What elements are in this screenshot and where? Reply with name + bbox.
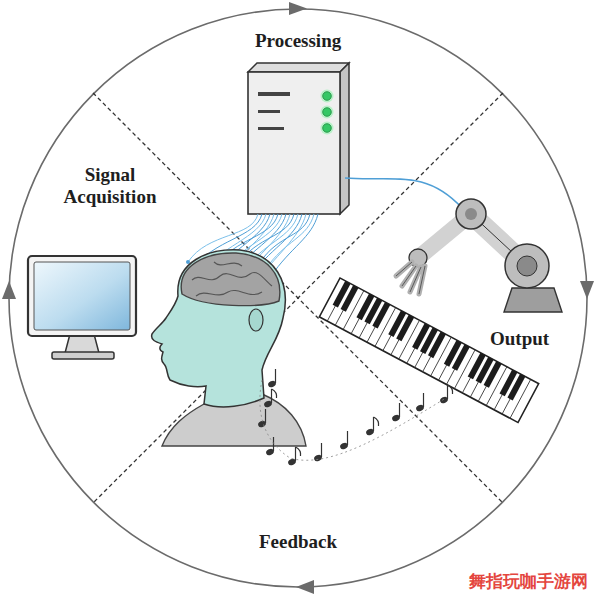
robot-arm bbox=[517, 256, 537, 276]
server-icon bbox=[323, 108, 332, 117]
server-icon bbox=[248, 72, 340, 214]
piano-black-key bbox=[484, 361, 502, 388]
ear-shape bbox=[249, 309, 263, 331]
brain-figure bbox=[181, 253, 280, 306]
brain-figure bbox=[192, 273, 272, 286]
server-icon bbox=[321, 106, 334, 119]
note-stem bbox=[275, 369, 276, 383]
server-icon bbox=[321, 122, 334, 135]
note-flag bbox=[374, 417, 379, 426]
stage-label: Signal Acquisition bbox=[45, 164, 175, 208]
brain-figure bbox=[196, 290, 262, 296]
piano-black-key bbox=[428, 332, 446, 359]
cycle-arrowhead bbox=[2, 281, 16, 299]
brain-figure bbox=[181, 253, 280, 306]
cycle-circle bbox=[9, 9, 587, 587]
monitor-icon bbox=[52, 352, 114, 359]
note-stem bbox=[295, 447, 296, 461]
server-icon bbox=[258, 127, 284, 130]
note-stem bbox=[373, 417, 374, 431]
piano-black-key bbox=[372, 302, 390, 329]
server-icon bbox=[323, 124, 332, 133]
piano-keyboard bbox=[319, 278, 538, 422]
server-icon bbox=[258, 92, 290, 96]
server-icon bbox=[258, 110, 280, 113]
note-stem bbox=[447, 385, 448, 399]
note-stem bbox=[399, 403, 400, 417]
signal-cable bbox=[345, 178, 462, 208]
robot-arm bbox=[465, 208, 477, 220]
server-icon bbox=[321, 90, 334, 103]
robot-arm bbox=[396, 262, 425, 294]
robot-arm bbox=[396, 199, 562, 312]
note-stem bbox=[273, 437, 274, 451]
piano-black-key bbox=[507, 374, 525, 401]
server-icon bbox=[340, 63, 349, 214]
watermark-text: 舞指玩咖手游网 bbox=[469, 571, 588, 591]
stage-label: Feedback bbox=[259, 531, 337, 553]
note-stem bbox=[265, 409, 266, 423]
monitor-icon bbox=[34, 262, 130, 330]
server-icon bbox=[248, 63, 349, 214]
note-stem bbox=[321, 443, 322, 457]
stage-label: Processing bbox=[255, 30, 341, 52]
note-flag bbox=[296, 447, 301, 456]
note-stem bbox=[347, 431, 348, 445]
piano-black-key bbox=[452, 344, 470, 371]
neural-wire bbox=[265, 214, 314, 270]
cycle-arrowhead bbox=[296, 580, 314, 594]
note-flag bbox=[448, 385, 453, 394]
piano-keyboard bbox=[319, 278, 538, 422]
robot-arm bbox=[505, 244, 549, 288]
music-notes bbox=[257, 369, 453, 466]
server-icon bbox=[248, 63, 349, 72]
robot-arm bbox=[456, 199, 486, 229]
neural-wire bbox=[271, 214, 319, 277]
head-figure bbox=[152, 250, 286, 407]
note-stem bbox=[423, 393, 424, 407]
robot-arm bbox=[396, 262, 425, 294]
monitor-icon bbox=[28, 256, 136, 359]
piano-black-key bbox=[341, 285, 359, 312]
note-stem bbox=[271, 389, 272, 403]
stage-label: Output bbox=[490, 328, 549, 350]
note-flag bbox=[272, 389, 277, 398]
cycle-arrowhead bbox=[289, 2, 307, 15]
monitor-icon bbox=[28, 256, 136, 336]
robot-arm bbox=[504, 288, 562, 312]
server-icon bbox=[323, 92, 332, 101]
cycle-arrowhead bbox=[580, 281, 594, 299]
piano-black-key bbox=[396, 315, 414, 342]
note-trail bbox=[260, 380, 446, 460]
neural-wire bbox=[260, 214, 311, 263]
brain-figure bbox=[214, 262, 242, 266]
